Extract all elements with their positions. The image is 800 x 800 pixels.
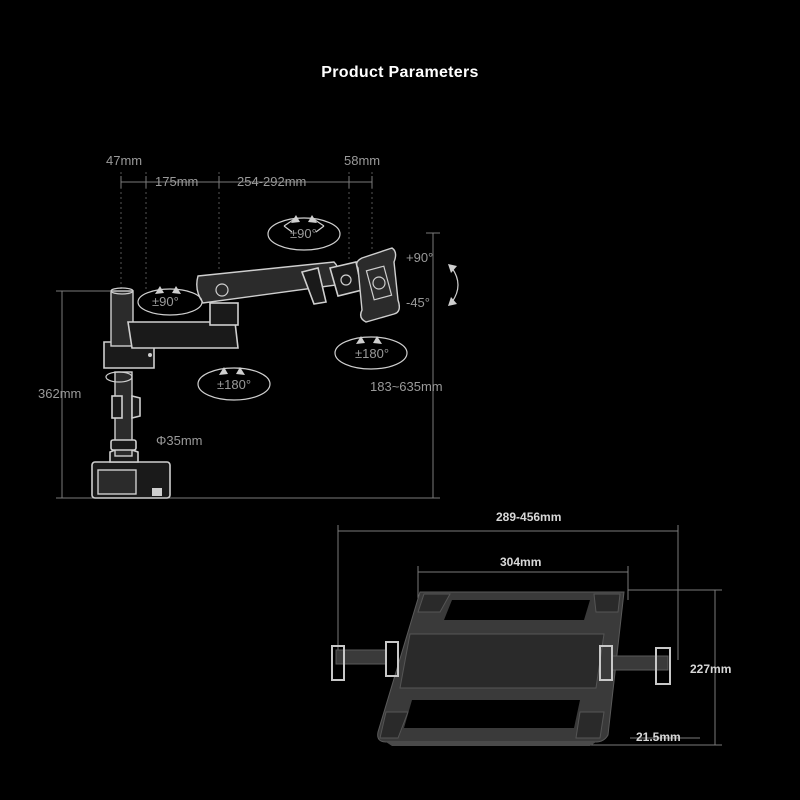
tray-height-label: 227mm	[690, 662, 731, 676]
rotation-badge-head	[334, 336, 408, 370]
dim-58-label: 58mm	[344, 153, 380, 168]
rotation-pole-label: ±90°	[152, 294, 179, 309]
tray-width-label: 304mm	[500, 555, 541, 569]
dim-175-label: 175mm	[155, 174, 198, 189]
rotation-badge-pole	[137, 286, 203, 316]
dim-reach-label: 183~635mm	[370, 379, 443, 394]
tray-width-range-label: 289-456mm	[496, 510, 561, 524]
tilt-up-label: +90°	[406, 250, 433, 265]
pole-diameter-label: Φ35mm	[156, 433, 203, 448]
rotation-top-label: ±90°	[290, 226, 317, 241]
dim-height-label: 362mm	[38, 386, 81, 401]
rotation-base-label: ±180°	[217, 377, 251, 392]
tray-thickness-label: 21.5mm	[636, 730, 681, 744]
monitor-arm-drawing	[91, 247, 401, 499]
tilt-down-label: -45°	[406, 295, 430, 310]
top-dimension-lines	[120, 172, 373, 290]
dim-47-label: 47mm	[106, 153, 142, 168]
dim-254-label: 254-292mm	[237, 174, 306, 189]
rotation-badge-top	[267, 215, 341, 251]
tilt-indicator	[448, 264, 459, 306]
rotation-badge-base	[197, 367, 271, 401]
reach-dimension-line	[175, 232, 440, 499]
page-title: Product Parameters	[321, 64, 479, 81]
rotation-head-label: ±180°	[355, 346, 389, 361]
tray-dimension-lines	[337, 525, 722, 746]
laptop-tray-drawing	[331, 591, 671, 746]
